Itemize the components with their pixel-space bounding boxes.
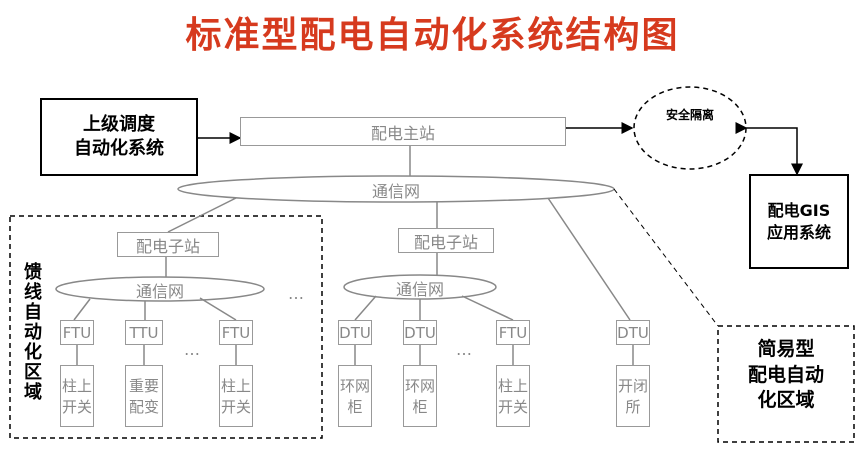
upper-dispatch-system-box: 上级调度 自动化系统: [40, 98, 198, 176]
feeder-automation-region: [9, 215, 323, 439]
terminal-unit-dtu: DTU: [616, 320, 650, 345]
middle-substation-box: 配电子站: [398, 228, 494, 253]
master-station-box: 配电主站: [240, 117, 566, 146]
gis-system-box: 配电GIS 应用系统: [749, 174, 849, 269]
left-comm-network-ellipse: [55, 276, 265, 302]
security-isolation-label: 安全隔离: [665, 108, 714, 122]
terminal-unit-ftu: FTU: [496, 320, 530, 345]
device-pole-switch: 柱上 开关: [496, 365, 530, 427]
simple-automation-region: [717, 325, 855, 443]
ellipsis-left-terminals: …: [184, 340, 202, 359]
left-comm-network-label: 通信网: [135, 282, 184, 301]
simple-region-label: 简易型 配电自动 化区域: [747, 338, 824, 412]
terminal-unit-ttu: TTU: [125, 320, 163, 345]
device-ring-main-unit: 环网 柜: [338, 365, 372, 427]
main-comm-network-label: 通信网: [371, 182, 420, 201]
middle-comm-network-label: 通信网: [395, 280, 444, 299]
terminal-unit-ftu: FTU: [219, 320, 253, 345]
security-isolation-ellipse: [633, 86, 747, 170]
device-switching-station: 开闭 所: [616, 365, 650, 427]
ellipsis-middle-terminals: …: [456, 340, 474, 359]
feeder-region-label: 馈线自动化区域: [21, 262, 42, 402]
diagram-title: 标准型配电自动化系统结构图: [185, 14, 680, 56]
device-ring-main-unit: 环网 柜: [403, 365, 437, 427]
ellipsis-left-network: …: [288, 284, 306, 303]
device-pole-switch: 柱上 开关: [219, 365, 253, 427]
device-pole-switch: 柱上 开关: [60, 365, 94, 427]
terminal-unit-dtu: DTU: [338, 320, 372, 345]
device-key-transformer: 重要 配变: [125, 365, 163, 427]
terminal-unit-dtu: DTU: [403, 320, 437, 345]
arrow-security-gis: [735, 122, 803, 176]
left-substation-box: 配电子站: [117, 232, 219, 257]
terminal-unit-ftu: FTU: [60, 320, 94, 345]
